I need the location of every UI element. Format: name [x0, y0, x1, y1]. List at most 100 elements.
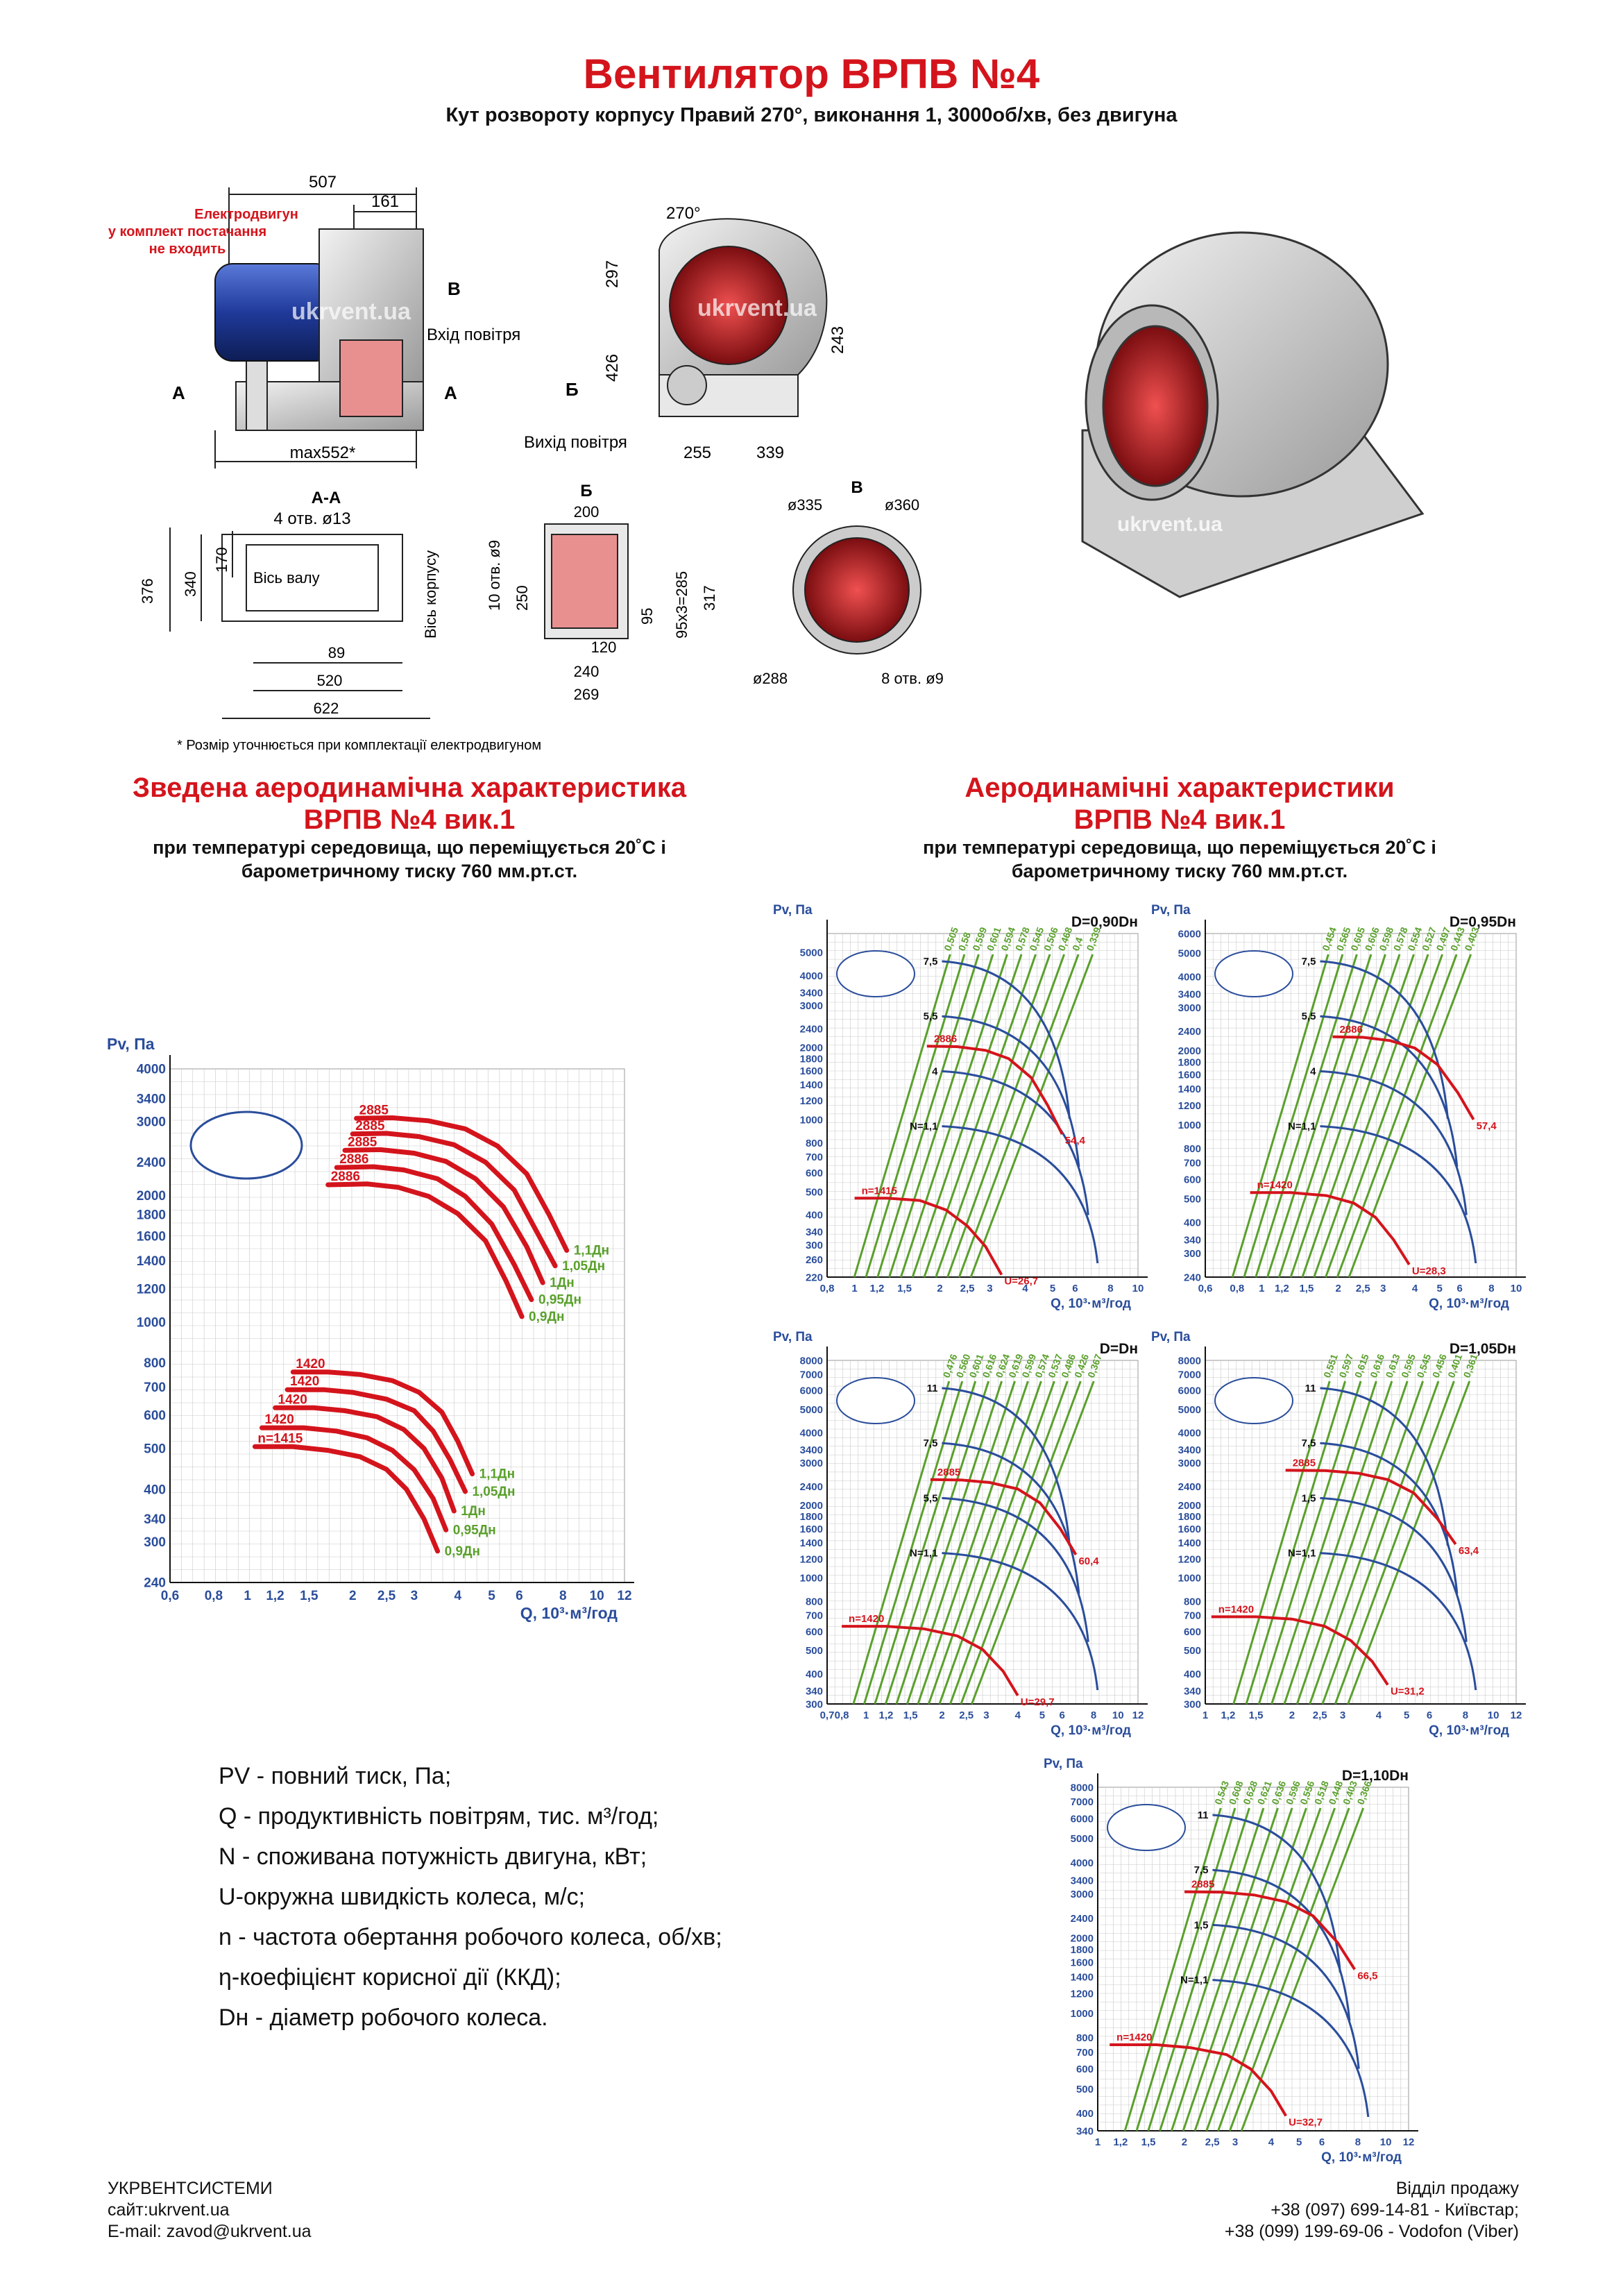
y-tick-label: 800 — [1184, 1596, 1201, 1607]
pressure-curve — [1332, 1035, 1475, 1121]
x-tick-label: 8 — [1463, 1710, 1468, 1721]
y-tick-label: 1400 — [1178, 1537, 1201, 1549]
svg-text:А: А — [444, 382, 457, 403]
efficiency-ray — [888, 954, 994, 1278]
efficiency-ray — [1336, 954, 1458, 1278]
power-label: 7,5 — [1302, 956, 1316, 968]
y-tick-label: 4000 — [1178, 972, 1201, 984]
y-tick-label: 2000 — [800, 1500, 823, 1512]
phone-kyivstar[interactable]: +38 (097) 699-14-81 - Київстар; — [1271, 2200, 1519, 2220]
x-tick-label: 2,5 — [1356, 1283, 1370, 1294]
logo-icon — [1214, 1377, 1293, 1424]
efficiency-ray — [1309, 1381, 1425, 1705]
efficiency-ray — [1347, 1381, 1471, 1705]
svg-text:Вихід повітря: Вихід повітря — [524, 433, 627, 452]
y-tick-label: 3000 — [800, 1000, 823, 1012]
x-tick-label: 2,5 — [377, 1589, 396, 1603]
y-tick-label: 6000 — [1178, 928, 1201, 940]
efficiency-ray — [960, 1381, 1082, 1705]
efficiency-ray — [885, 1381, 990, 1705]
x-tick-label: 3 — [983, 1710, 989, 1721]
svg-text:ukrvent.ua: ukrvent.ua — [697, 295, 817, 321]
y-tick-label: 500 — [1076, 2084, 1094, 2095]
speed-label: 1420 — [290, 1374, 319, 1389]
svg-text:340: 340 — [182, 571, 199, 597]
efficiency-ray — [1283, 1381, 1393, 1705]
power-label: 11 — [927, 1383, 938, 1394]
y-tick-label: 1200 — [1178, 1100, 1201, 1112]
y-tick-label: 340 — [1076, 2125, 1094, 2137]
y-tick-label: 5000 — [1178, 947, 1201, 959]
power-curve — [942, 960, 1071, 1119]
svg-text:170: 170 — [213, 547, 230, 573]
power-curve — [1212, 1923, 1360, 2069]
y-tick-label: 2400 — [1178, 1026, 1201, 1038]
y-tick-label: 6000 — [1071, 1813, 1094, 1825]
pressure-curve — [1184, 1890, 1356, 1970]
svg-text:507: 507 — [309, 173, 337, 192]
svg-text:297: 297 — [603, 260, 622, 288]
pressure-curve — [260, 1425, 449, 1533]
power-curve — [942, 1015, 1080, 1167]
x-tick-label: 4 — [1268, 2136, 1275, 2148]
site-link[interactable]: сайт:ukrvent.ua — [108, 2200, 230, 2220]
y-tick-label: 6000 — [800, 1385, 823, 1397]
efficiency-ray — [946, 954, 1066, 1278]
power-curve — [942, 1387, 1071, 1546]
efficiency-ray — [911, 954, 1023, 1278]
svg-text:376: 376 — [139, 578, 156, 604]
x-tick-label: 1,5 — [1249, 1710, 1264, 1721]
diameter-label: 1,05Дн — [472, 1485, 515, 1499]
x-tick-label: 12 — [1132, 1710, 1144, 1721]
y-tick-label: 700 — [144, 1381, 166, 1395]
svg-text:ø335: ø335 — [788, 496, 822, 514]
svg-text:у комплект постачання: у комплект постачання — [108, 224, 266, 239]
efficiency-ray — [1123, 1807, 1222, 2132]
svg-text:200: 200 — [574, 503, 600, 521]
power-label: 7,5 — [1302, 1437, 1316, 1449]
efficiency-label: 0,4 — [1070, 936, 1085, 952]
svg-text:ø288: ø288 — [753, 670, 788, 687]
x-tick-label: 2 — [1182, 2136, 1187, 2148]
speed-label: 2885 — [937, 1467, 960, 1478]
legend-symbol: n — [219, 1924, 232, 1950]
x-tick-label: 1 — [863, 1710, 869, 1721]
power-label: 11 — [1305, 1383, 1316, 1394]
diameter-label: 1,1Дн — [574, 1244, 609, 1258]
logo-icon — [189, 1111, 303, 1180]
y-tick-label: 2400 — [800, 1023, 823, 1035]
x-tick-label: 2,5 — [1313, 1710, 1327, 1721]
speed-label: n=1420 — [1218, 1603, 1254, 1615]
efficiency-ray — [895, 1381, 1003, 1705]
y-tick-label: 700 — [806, 1610, 823, 1622]
power-label: N=1,1 — [910, 1548, 937, 1560]
efficiency-ray — [906, 1381, 1016, 1705]
chart-title: D=1,10Dн — [1342, 1768, 1409, 1784]
email-link[interactable]: E-mail: zavod@ukrvent.ua — [108, 2222, 312, 2241]
legend-text: - споживана потужність двигуна, кВт; — [235, 1843, 647, 1870]
phone-vodafone[interactable]: +38 (099) 199-69-06 - Vodofon (Viber) — [1224, 2222, 1519, 2241]
efficiency-ray — [935, 954, 1051, 1278]
chart-d100: 3003404005006007008001000120014001600180… — [773, 1330, 1148, 1738]
legend-symbol: Dн — [219, 2004, 249, 2031]
x-tick-label: 1,2 — [879, 1710, 894, 1721]
speed-label: 2886 — [1340, 1024, 1363, 1036]
y-tick-label: 3000 — [1071, 1889, 1094, 1900]
power-curve — [1320, 1387, 1449, 1546]
power-curve — [1320, 1496, 1468, 1642]
chart-title: D=Dн — [1100, 1341, 1138, 1357]
x-tick-label: 12 — [1511, 1710, 1522, 1721]
y-tick-label: 3400 — [137, 1092, 166, 1106]
speed-u-label: 60,4 — [1078, 1555, 1099, 1567]
y-tick-label: 4000 — [1071, 1857, 1094, 1869]
chart-d110: 3404005006007008001000120014001600180020… — [1044, 1757, 1418, 2165]
legend-symbol: U — [219, 1884, 236, 1910]
y-tick-label: 3000 — [1178, 1002, 1201, 1014]
power-curve — [942, 1552, 1099, 1691]
svg-text:520: 520 — [317, 672, 343, 689]
summary-chart: 2403003404005006007008001000120014001600… — [107, 1035, 634, 1622]
power-label: 4 — [932, 1065, 938, 1077]
efficiency-ray — [1232, 1381, 1331, 1705]
company-name: УКРВЕНТСИСТЕМИ — [108, 2179, 273, 2198]
y-tick-label: 300 — [1184, 1698, 1201, 1710]
